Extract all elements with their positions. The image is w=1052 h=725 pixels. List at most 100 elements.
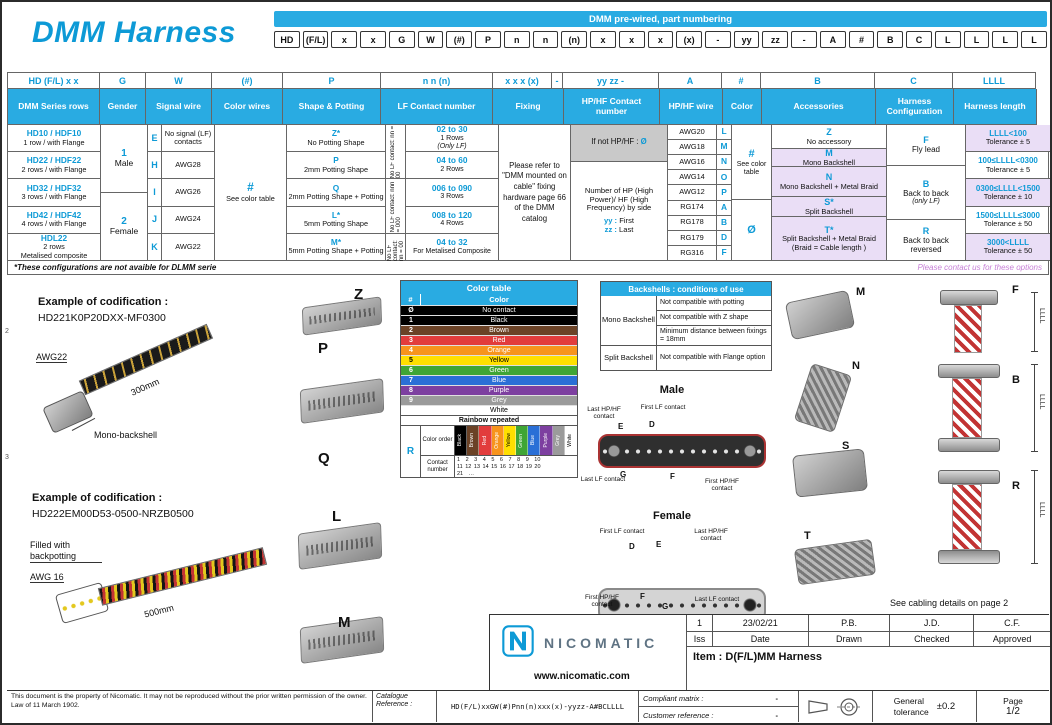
order-color-name: Grey (554, 435, 561, 446)
lf-side-label: No LF contact: nn = 00 (386, 239, 405, 261)
compliant-value: - (775, 694, 779, 703)
signal-wire-label: AWG24 (175, 214, 201, 224)
brand-name: NICOMATIC (544, 635, 659, 651)
lf-range: 008 to 120 (431, 209, 473, 220)
backshell-m-image (784, 289, 856, 341)
color-num: 7 (409, 377, 413, 384)
length-tolerance: Tolerance ± 5 (985, 137, 1031, 147)
hphf-zz-label: Last (619, 224, 634, 234)
website-link[interactable]: www.nicomatic.com (534, 671, 630, 682)
lf-side-label: No LF contact: nn = 00 (389, 125, 402, 179)
part-number-box: L (992, 31, 1019, 48)
hphf-wire-code: A (716, 200, 731, 215)
backshell-condition: Minimum distance between fixings = 18mm (657, 326, 771, 346)
color-hash-label: See color table (736, 160, 767, 176)
order-color-name: Blue (530, 435, 537, 446)
order-color-name: Brown (469, 433, 476, 448)
col-header: Shape & Potting (282, 89, 381, 125)
color-none-code: Ø (747, 223, 756, 236)
order-color-name: Orange (493, 432, 500, 449)
page-value: 1/2 (1006, 706, 1020, 717)
lf-range: 04 to 32 (436, 237, 468, 248)
col-code: C (874, 72, 953, 89)
color-hash: # (748, 147, 755, 160)
order-color: Red (479, 426, 492, 455)
hphf-wire-code: B (716, 215, 731, 230)
hphf-wire-label: AWG12 (679, 187, 705, 197)
color-table-header: # Color (401, 294, 577, 305)
male-connector-image (598, 434, 766, 468)
part-number-box: L (934, 31, 961, 48)
config-letter-r: R (1012, 480, 1020, 492)
signal-wire-code: H (148, 152, 162, 179)
part-number-box: (#) (446, 31, 473, 48)
back-to-back-cable (952, 378, 982, 438)
gender-label: Male (114, 158, 134, 169)
accessory-code: S* (824, 197, 834, 208)
col-header: Harness Configuration (875, 89, 954, 125)
signal-wire-code: J (148, 206, 162, 233)
shape-code: P (333, 155, 339, 166)
signal-wire-row: J AWG24 (148, 206, 214, 234)
title-block: NICOMATIC www.nicomatic.com 1 23/02/21 P… (489, 614, 1050, 691)
series-desc: Metalised composite (20, 250, 88, 260)
config-label: Fly lead (911, 145, 940, 155)
back-to-back-connector-bottom (938, 438, 1000, 452)
example1-backshell-label: Mono-backshell (94, 430, 158, 440)
hphf-desc: Number of HP (High Power)/ HF (High Freq… (584, 186, 654, 213)
projection-symbol (799, 691, 873, 722)
series-desc: 2 rows (43, 242, 65, 252)
color-name: Purple (488, 387, 510, 394)
fly-lead-connector (940, 290, 998, 305)
part-number-box: n (503, 31, 530, 48)
order-color-name: Black (457, 434, 464, 447)
hphf-wire-label: RG178 (680, 217, 704, 227)
accessory-label: Mono Backshell + Metal Braid (780, 181, 878, 191)
color-table-title: Color table (401, 281, 577, 294)
female-title: Female (653, 510, 691, 522)
hphf-wire-code: M (716, 140, 731, 155)
color-wires-code: # (247, 180, 254, 195)
cabling-note: See cabling details on page 2 (890, 598, 1009, 608)
contact-note: Please contact us for these options (917, 263, 1042, 272)
drawn-label: Drawn (808, 632, 891, 647)
hphf-wire-label: RG174 (680, 202, 704, 212)
female-first-lf-label: First LF contact (599, 528, 645, 535)
col-header: DMM Series rows (7, 89, 100, 125)
backshell-condition: Not compatible with Flange option (660, 354, 766, 362)
accessory-code: M (825, 149, 833, 159)
shape-label: 5mm Potting Shape (303, 219, 369, 229)
config-note: (only LF) (912, 198, 940, 206)
backshell-t-image (793, 538, 877, 586)
signal-wire-code: I (148, 179, 162, 206)
hphf-wire-label: RG316 (680, 247, 704, 257)
part-number-box: yy (733, 31, 760, 48)
footer: This document is the property of Nicomat… (7, 690, 1049, 722)
hphf-not-code: Ø (640, 137, 647, 147)
iss-label: Iss (687, 632, 713, 647)
lf-side-labels: No LF contact: nn = 00 No LF contact: nn… (386, 125, 406, 261)
color-top-cell: #See color table (732, 125, 771, 201)
hphf-wire-label: AWG16 (679, 157, 705, 167)
example2-heading: Example of codification : (32, 492, 163, 504)
hphf-wire-label: AWG20 (679, 126, 705, 136)
part-number-box: # (848, 31, 875, 48)
color-name: Red (492, 337, 506, 344)
length-tolerance: Tolerance ± 50 (983, 218, 1033, 228)
lf-desc: 1 Rows (440, 134, 464, 142)
signal-wire-label: AWG22 (175, 241, 201, 251)
part-number-box: G (388, 31, 415, 48)
mono-backshell-label: Mono Backshell (601, 296, 656, 346)
accessory-row: S*Split Backshell (772, 197, 886, 218)
backshell-n-image (793, 362, 853, 434)
